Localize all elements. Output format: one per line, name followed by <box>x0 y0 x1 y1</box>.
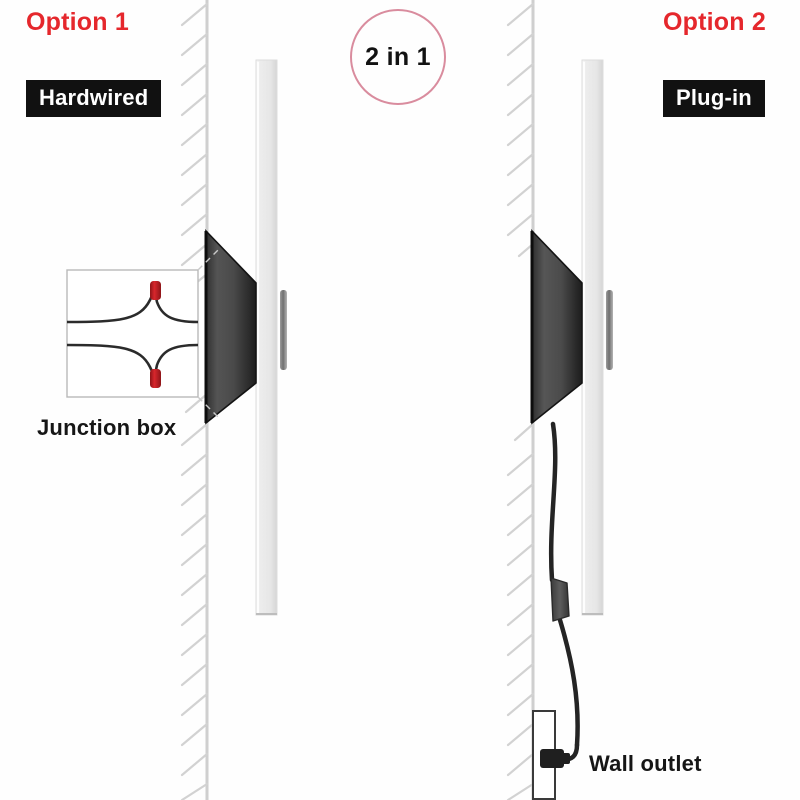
wall-outlet-caption: Wall outlet <box>589 751 702 776</box>
option-2-chip: Plug-in <box>663 80 765 117</box>
option-2-heading: Option 2 <box>663 8 766 36</box>
sconce-cone-icon-left <box>204 229 257 425</box>
wall-hatch-icon-right <box>506 0 535 800</box>
light-panel-icon-left <box>255 59 287 616</box>
two-in-one-badge-label: 2 in 1 <box>365 42 431 71</box>
sconce-cone-icon-right <box>530 229 583 425</box>
junction-box-icon <box>66 249 219 418</box>
wall-outlet-icon <box>532 710 556 800</box>
option-1-chip: Hardwired <box>26 80 162 117</box>
wall-hatch-icon-left <box>180 0 209 800</box>
option-1-heading: Option 1 <box>26 8 129 36</box>
light-panel-icon-right <box>581 59 613 616</box>
two-in-one-badge: 2 in 1 <box>350 9 446 105</box>
inline-switch-icon <box>550 577 570 622</box>
plug-icon <box>540 749 570 768</box>
junction-box-caption: Junction box <box>37 415 177 440</box>
power-cord-icon <box>548 421 580 763</box>
